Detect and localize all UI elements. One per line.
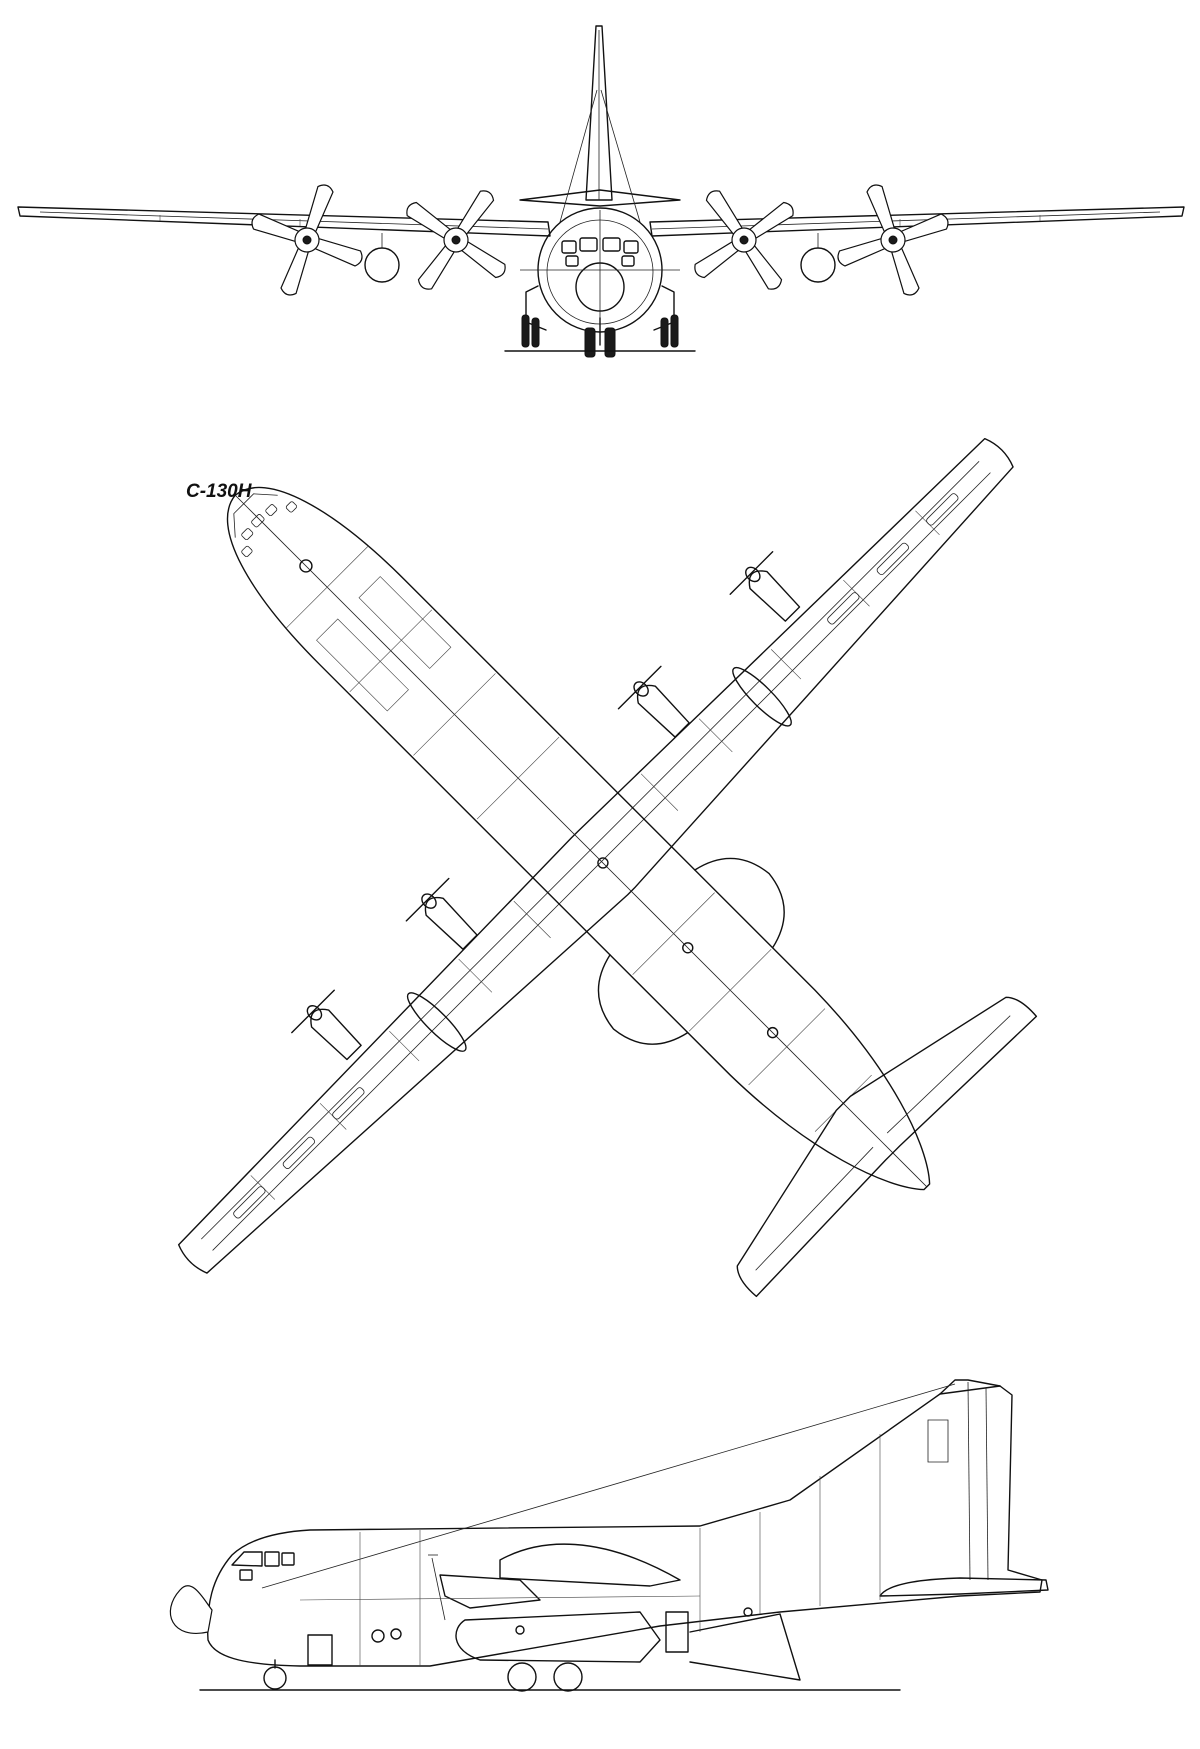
side-fuselage-panels bbox=[300, 1434, 880, 1666]
side-engine-nacelle-2 bbox=[456, 1612, 660, 1662]
propeller-blade bbox=[453, 188, 496, 240]
side-vertical-tail bbox=[940, 1380, 1000, 1394]
propeller-blade bbox=[896, 213, 950, 246]
propeller-blade bbox=[250, 213, 304, 246]
side-fuselage-windows bbox=[372, 1608, 752, 1642]
front-stabilizer bbox=[520, 190, 680, 206]
propeller-spinner bbox=[889, 236, 897, 244]
propeller-spinner bbox=[452, 236, 460, 244]
propeller-spinner bbox=[303, 236, 311, 244]
top-horizontal-tail bbox=[703, 963, 1037, 1297]
front-propeller-right-outer bbox=[836, 183, 950, 297]
propeller-blade bbox=[280, 243, 313, 297]
top-view bbox=[0, 89, 1200, 1592]
propeller-blade bbox=[744, 200, 796, 243]
front-propeller-left-outer bbox=[250, 183, 364, 297]
propeller-blade bbox=[741, 240, 784, 292]
top-fuel-tanks bbox=[401, 661, 797, 1057]
side-engine-nacelle-1 bbox=[440, 1575, 540, 1608]
front-cockpit-windows bbox=[562, 238, 638, 266]
front-wing-right bbox=[650, 207, 1184, 236]
side-nose-propeller bbox=[170, 1586, 212, 1634]
propeller-blade bbox=[888, 243, 921, 297]
side-cargo-ramp bbox=[690, 1614, 800, 1680]
propeller-blade bbox=[704, 188, 747, 240]
front-propeller-left-inner bbox=[404, 188, 508, 292]
propeller-blade bbox=[456, 237, 508, 280]
propeller-blade bbox=[866, 183, 899, 237]
propeller-spinner bbox=[740, 236, 748, 244]
side-wing-root bbox=[500, 1544, 680, 1586]
propeller-blade bbox=[310, 235, 364, 268]
front-fin bbox=[586, 26, 612, 200]
propeller-blade bbox=[302, 183, 335, 237]
top-wing bbox=[169, 429, 1037, 1297]
propeller-blade bbox=[404, 200, 456, 243]
side-horizontal-stabilizer bbox=[880, 1578, 1048, 1596]
front-propeller-right-inner bbox=[692, 188, 796, 292]
front-nose-gear bbox=[585, 318, 615, 357]
side-crew-door bbox=[308, 1635, 332, 1665]
front-wing-left bbox=[18, 207, 550, 236]
front-main-gear bbox=[522, 315, 678, 347]
side-fuselage bbox=[208, 1386, 1042, 1666]
top-fuselage-panels bbox=[286, 546, 884, 1144]
side-aft-door bbox=[666, 1612, 688, 1652]
propeller-blade bbox=[692, 237, 744, 280]
side-view bbox=[170, 1380, 1048, 1691]
top-engine-nacelles bbox=[305, 565, 804, 1064]
front-view bbox=[18, 26, 1184, 357]
front-fuel-tank-left bbox=[365, 248, 399, 282]
propeller-blade bbox=[416, 240, 459, 292]
side-cockpit-windows bbox=[232, 1552, 294, 1580]
propeller-blade bbox=[836, 235, 890, 268]
aircraft-label: C-130H bbox=[186, 481, 253, 502]
side-landing-gear bbox=[264, 1660, 582, 1691]
front-fuel-tank-right bbox=[801, 248, 835, 282]
top-propellers bbox=[288, 548, 782, 1042]
